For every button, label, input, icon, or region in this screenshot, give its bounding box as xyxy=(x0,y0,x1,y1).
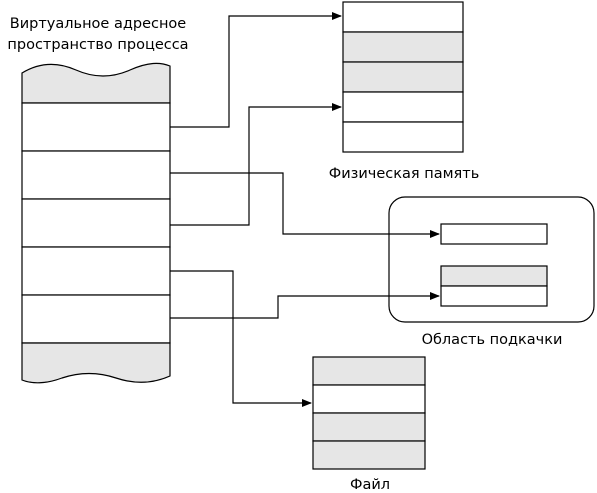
arrow-vas4-to-file2 xyxy=(170,270,312,407)
phys-page-1 xyxy=(342,1,464,33)
vas-page-1 xyxy=(21,102,171,152)
phys-page-4 xyxy=(342,91,464,123)
phys-page-3 xyxy=(342,61,464,93)
physical-memory xyxy=(342,1,464,153)
phys-page-2 xyxy=(342,31,464,63)
file-page-4 xyxy=(312,440,426,470)
swap-page-3 xyxy=(440,285,548,307)
swap-page-1 xyxy=(440,223,548,245)
swap-area-frame xyxy=(388,196,595,323)
arrow-vas2-to-swap1 xyxy=(170,172,440,238)
virtual-address-space xyxy=(21,62,171,384)
physical-memory-label: Физическая память xyxy=(329,166,480,182)
swap-page-2 xyxy=(440,265,548,287)
arrow-vas5-to-swap3 xyxy=(170,292,440,319)
vas-bottom-torn-edge xyxy=(21,342,171,384)
vas-title-line1: Виртуальное адресное xyxy=(10,16,187,32)
arrow-vas3-to-phys4 xyxy=(170,103,342,226)
vas-page-5 xyxy=(21,294,171,344)
vas-title-line2: пространство процесса xyxy=(7,37,188,53)
vas-page-4 xyxy=(21,246,171,296)
file-page-2 xyxy=(312,384,426,414)
vas-page-3 xyxy=(21,198,171,248)
swap-area-label: Область подкачки xyxy=(422,332,563,348)
vas-top-torn-edge xyxy=(21,62,171,104)
swap-area xyxy=(440,223,548,307)
file-label: Файл xyxy=(350,477,390,493)
arrow-vas1-to-phys1 xyxy=(170,12,342,128)
file-page-1 xyxy=(312,356,426,386)
file-page-3 xyxy=(312,412,426,442)
phys-page-5 xyxy=(342,121,464,153)
file xyxy=(312,356,426,470)
vas-page-2 xyxy=(21,150,171,200)
